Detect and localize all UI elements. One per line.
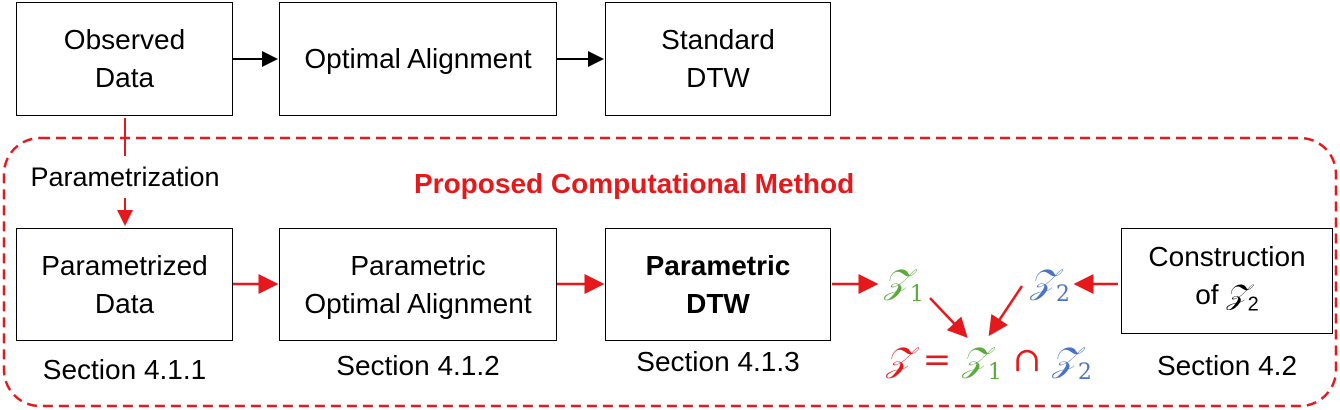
parametric-dtw-line1: Parametric (645, 249, 791, 281)
eq-z1-z: 𝒵 (962, 340, 988, 380)
z-intersection-equation: 𝒵 = 𝒵1 ∩ 𝒵2 (886, 340, 1092, 385)
construction-line1: Construction (1148, 241, 1306, 273)
z1-symbol: 𝒵1 (884, 262, 924, 307)
z1-sub: 1 (909, 281, 924, 307)
parametric-dtw-line2: DTW (686, 287, 750, 319)
construction-of-text: of (1195, 279, 1219, 311)
eq-z1: 𝒵1 (962, 340, 1002, 385)
standard-dtw-box: Standard DTW (605, 2, 831, 116)
observed-data-line2: Data (94, 62, 155, 93)
construction-z2-box: Construction of 𝒵2 (1121, 228, 1333, 334)
section-4-1-2-label: Section 4.1.2 (336, 350, 500, 381)
standard-dtw-line1: Standard (661, 24, 775, 55)
standard-dtw-line2: DTW (686, 62, 750, 93)
arrow-z1-to-z (929, 297, 968, 338)
section-4-1-1-label: Section 4.1.1 (42, 354, 207, 385)
eq-z2-z: 𝒵 (1052, 340, 1078, 380)
section-4-2-label: Section 4.2 (1156, 350, 1298, 381)
observed-data-line1: Observed (63, 24, 186, 55)
eq-z2-sub: 2 (1077, 359, 1092, 385)
observed-data-box: Observed Data (16, 2, 233, 116)
optimal-alignment-label: Optimal Alignment (304, 43, 532, 74)
proposed-method-region (2, 136, 1338, 408)
optimal-alignment-box: Optimal Alignment (279, 2, 557, 116)
z2-sub: 2 (1055, 281, 1070, 307)
section-4-1-3-label: Section 4.1.3 (636, 346, 800, 377)
eq-z2: 𝒵2 (1052, 340, 1092, 385)
arrow-z2-to-z (988, 285, 1024, 337)
parametric-optimal-alignment-box: Parametric Optimal Alignment (279, 228, 557, 341)
proposed-method-title: Proposed Computational Method (414, 168, 855, 199)
z2-z: 𝒵 (1030, 262, 1056, 302)
construction-line2: of 𝒵2 (1195, 276, 1259, 324)
parametrized-data-line2: Data (94, 287, 155, 319)
parametric-dtw-box: Parametric DTW (605, 228, 831, 341)
parametrized-data-line1: Parametrized (41, 249, 208, 281)
z2-symbol: 𝒵2 (1030, 262, 1070, 307)
parametrized-data-box: Parametrized Data (16, 228, 233, 341)
construction-z-symbol: 𝒵 (1226, 278, 1248, 312)
construction-z-sub: 2 (1247, 293, 1259, 316)
parametric-optimal-line1: Parametric (350, 249, 486, 281)
eq-cap: ∩ (1012, 340, 1042, 380)
eq-z: 𝒵 (886, 340, 912, 380)
eq-z1-sub: 1 (987, 359, 1002, 385)
z1-z: 𝒵 (884, 262, 910, 302)
parametrization-label: Parametrization (14, 162, 236, 193)
parametric-optimal-line2: Optimal Alignment (304, 287, 532, 319)
eq-equals: = (922, 340, 952, 380)
